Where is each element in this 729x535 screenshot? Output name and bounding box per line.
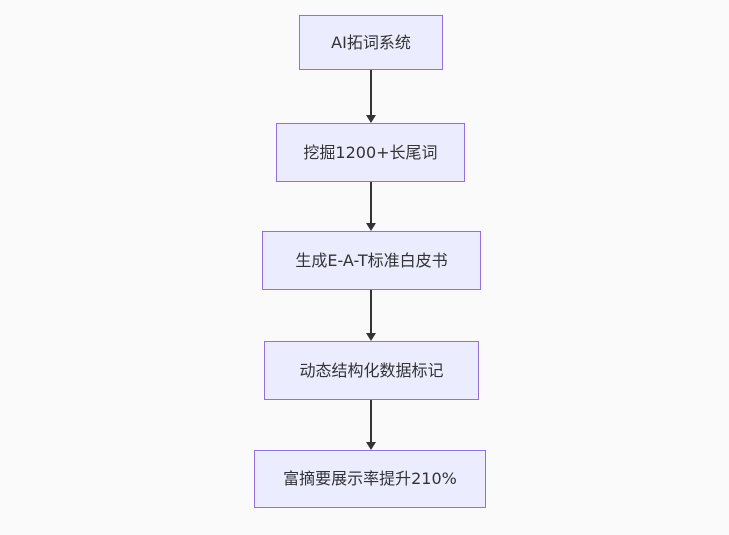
node-label: 动态结构化数据标记: [299, 360, 444, 380]
flowchart-node-ai-word-system: AI拓词系统: [299, 15, 443, 70]
arrow-line: [370, 182, 372, 223]
node-label: AI拓词系统: [331, 32, 411, 52]
flow-arrow-1: [366, 70, 376, 123]
arrow-line: [370, 400, 372, 442]
arrow-line: [370, 290, 372, 333]
flow-arrow-2: [366, 182, 376, 231]
flow-arrow-3: [366, 290, 376, 341]
arrowhead-down-icon: [366, 115, 376, 123]
arrow-line: [370, 70, 372, 115]
arrowhead-down-icon: [366, 442, 376, 450]
flowchart-node-structured-data: 动态结构化数据标记: [264, 341, 479, 400]
arrowhead-down-icon: [366, 333, 376, 341]
node-label: 富摘要展示率提升210%: [283, 469, 457, 489]
node-label: 生成E-A-T标准白皮书: [295, 250, 448, 270]
arrowhead-down-icon: [366, 223, 376, 231]
flowchart-node-rich-snippet-result: 富摘要展示率提升210%: [254, 450, 486, 508]
flowchart-node-longtail-mining: 挖掘1200+长尾词: [276, 123, 465, 182]
flowchart-node-eat-whitepaper: 生成E-A-T标准白皮书: [262, 231, 481, 290]
node-label: 挖掘1200+长尾词: [303, 142, 438, 162]
flow-arrow-4: [366, 400, 376, 450]
